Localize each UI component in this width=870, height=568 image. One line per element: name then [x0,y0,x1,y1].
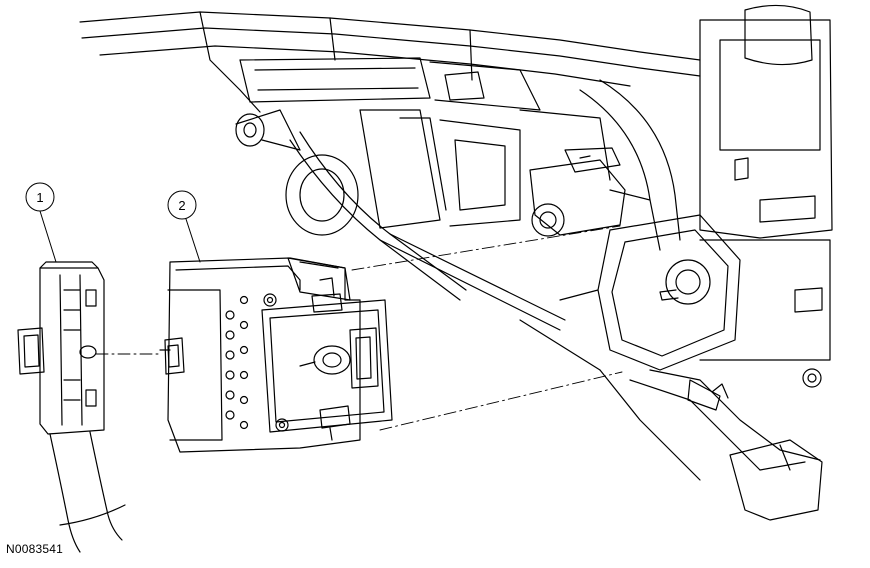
callout-circle [167,190,197,220]
callout-number: 2 [178,198,185,213]
callout-2: 2 [167,190,201,263]
alignment-line-switch-top [351,225,621,271]
alignment-line-switch-bottom [379,371,623,431]
ignition-switch [159,257,393,453]
electrical-connector [17,261,126,553]
callout-1: 1 [25,182,57,263]
callout-number: 1 [36,190,43,205]
callout-leader [185,218,201,263]
callout-leader [39,210,57,263]
alignment-lines [95,225,623,431]
steering-column-assembly [79,4,833,521]
figure-reference-code: N0083541 [6,542,63,556]
